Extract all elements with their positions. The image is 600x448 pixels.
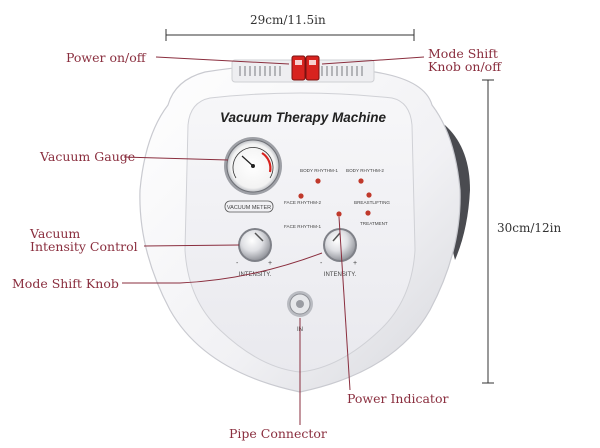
mode-shift-knob[interactable] [323,228,357,262]
right-knob-minus: - [320,260,323,267]
machine-title: Vacuum Therapy Machine [220,110,387,125]
callout-mode-shift-onoff-line2: Knob on/off [428,59,502,74]
indicator-face-rhythm-2 [298,193,304,199]
width-label: 29cm/11.5in [250,13,326,27]
vacuum-gauge [224,137,282,195]
vacuum-meter-label-box [224,200,274,213]
vacuum-intensity-knob[interactable] [238,228,272,262]
vacuum-meter-label: VACUUM METER [227,205,271,211]
callout-vacuum-control-line2: Intensity Control [30,239,138,254]
indicator-face-rhythm-1 [336,211,342,217]
callout-leaders [122,56,425,425]
indicator-treatment [365,210,371,216]
callout-vacuum-control-line1: Vacuum [30,226,81,241]
callout-vacuum-gauge: Vacuum Gauge [40,149,136,164]
callout-mode-shift-onoff-line1: Mode Shift [428,46,498,61]
left-knob-plus: + [268,260,272,267]
mode-label-treatment: TREATMENT [360,221,388,226]
indicator-body-rhythm-2 [358,178,364,184]
callout-pipe-connector: Pipe Connector [229,426,327,441]
mode-label-breastlifting: BREASTLIFTING [354,200,390,205]
right-knob-label: INTENSITY. [324,272,357,278]
callout-power: Power on/off [66,50,146,65]
left-knob-label: INTENSITY. [239,272,272,278]
pipe-connector[interactable] [287,291,313,317]
mode-label-face-rhythm-1: FACE RHYTHM-1 [284,224,321,229]
callout-mode-shift-knob: Mode Shift Knob [12,276,119,291]
height-label: 30cm/12in [497,221,562,235]
height-dimension-line [482,79,494,384]
width-dimension-line [165,29,415,41]
mode-label-face-rhythm-2: FACE RHYTHM-2 [284,200,321,205]
mode-label-body-rhythm-2: BODY RHYTHM-2 [346,168,384,173]
mode-label-body-rhythm-1: BODY RHYTHM-1 [300,168,338,173]
mode-shift-switch[interactable] [305,55,320,81]
indicator-breastlifting [366,192,372,198]
left-knob-minus: - [236,260,239,267]
right-knob-plus: + [353,260,357,267]
callout-power-indicator: Power Indicator [347,391,449,406]
indicator-body-rhythm-1 [315,178,321,184]
power-switch[interactable] [291,55,306,81]
